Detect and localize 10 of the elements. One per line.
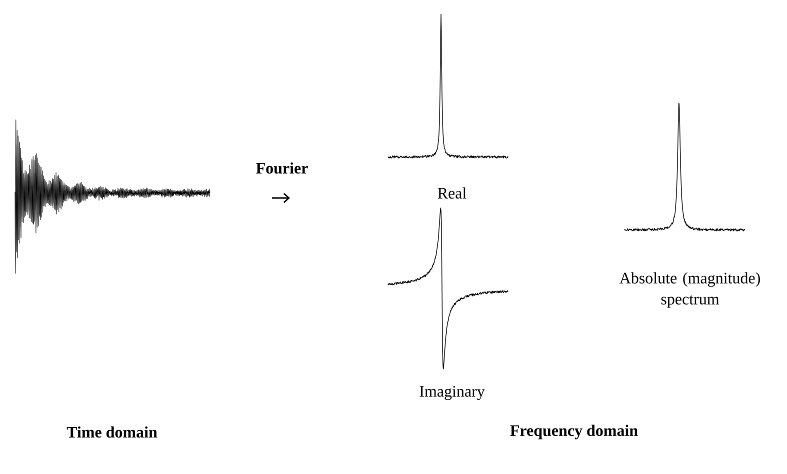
fid-signal-drawing (14, 120, 210, 274)
spectrum-label: Real (438, 187, 466, 199)
method-label: Fourier (256, 162, 308, 174)
spectrum-label: Absolute (magnitude) spectrum (620, 272, 760, 308)
magnitude-spectrum-drawing (624, 102, 746, 232)
imaginary-spectrum-drawing (388, 208, 508, 370)
real-spectrum-drawing (388, 14, 508, 158)
spectrum-label: Imaginary (420, 386, 485, 400)
domain-caption: Time domain (66, 426, 158, 438)
domain-caption: Frequency domain (510, 424, 638, 440)
